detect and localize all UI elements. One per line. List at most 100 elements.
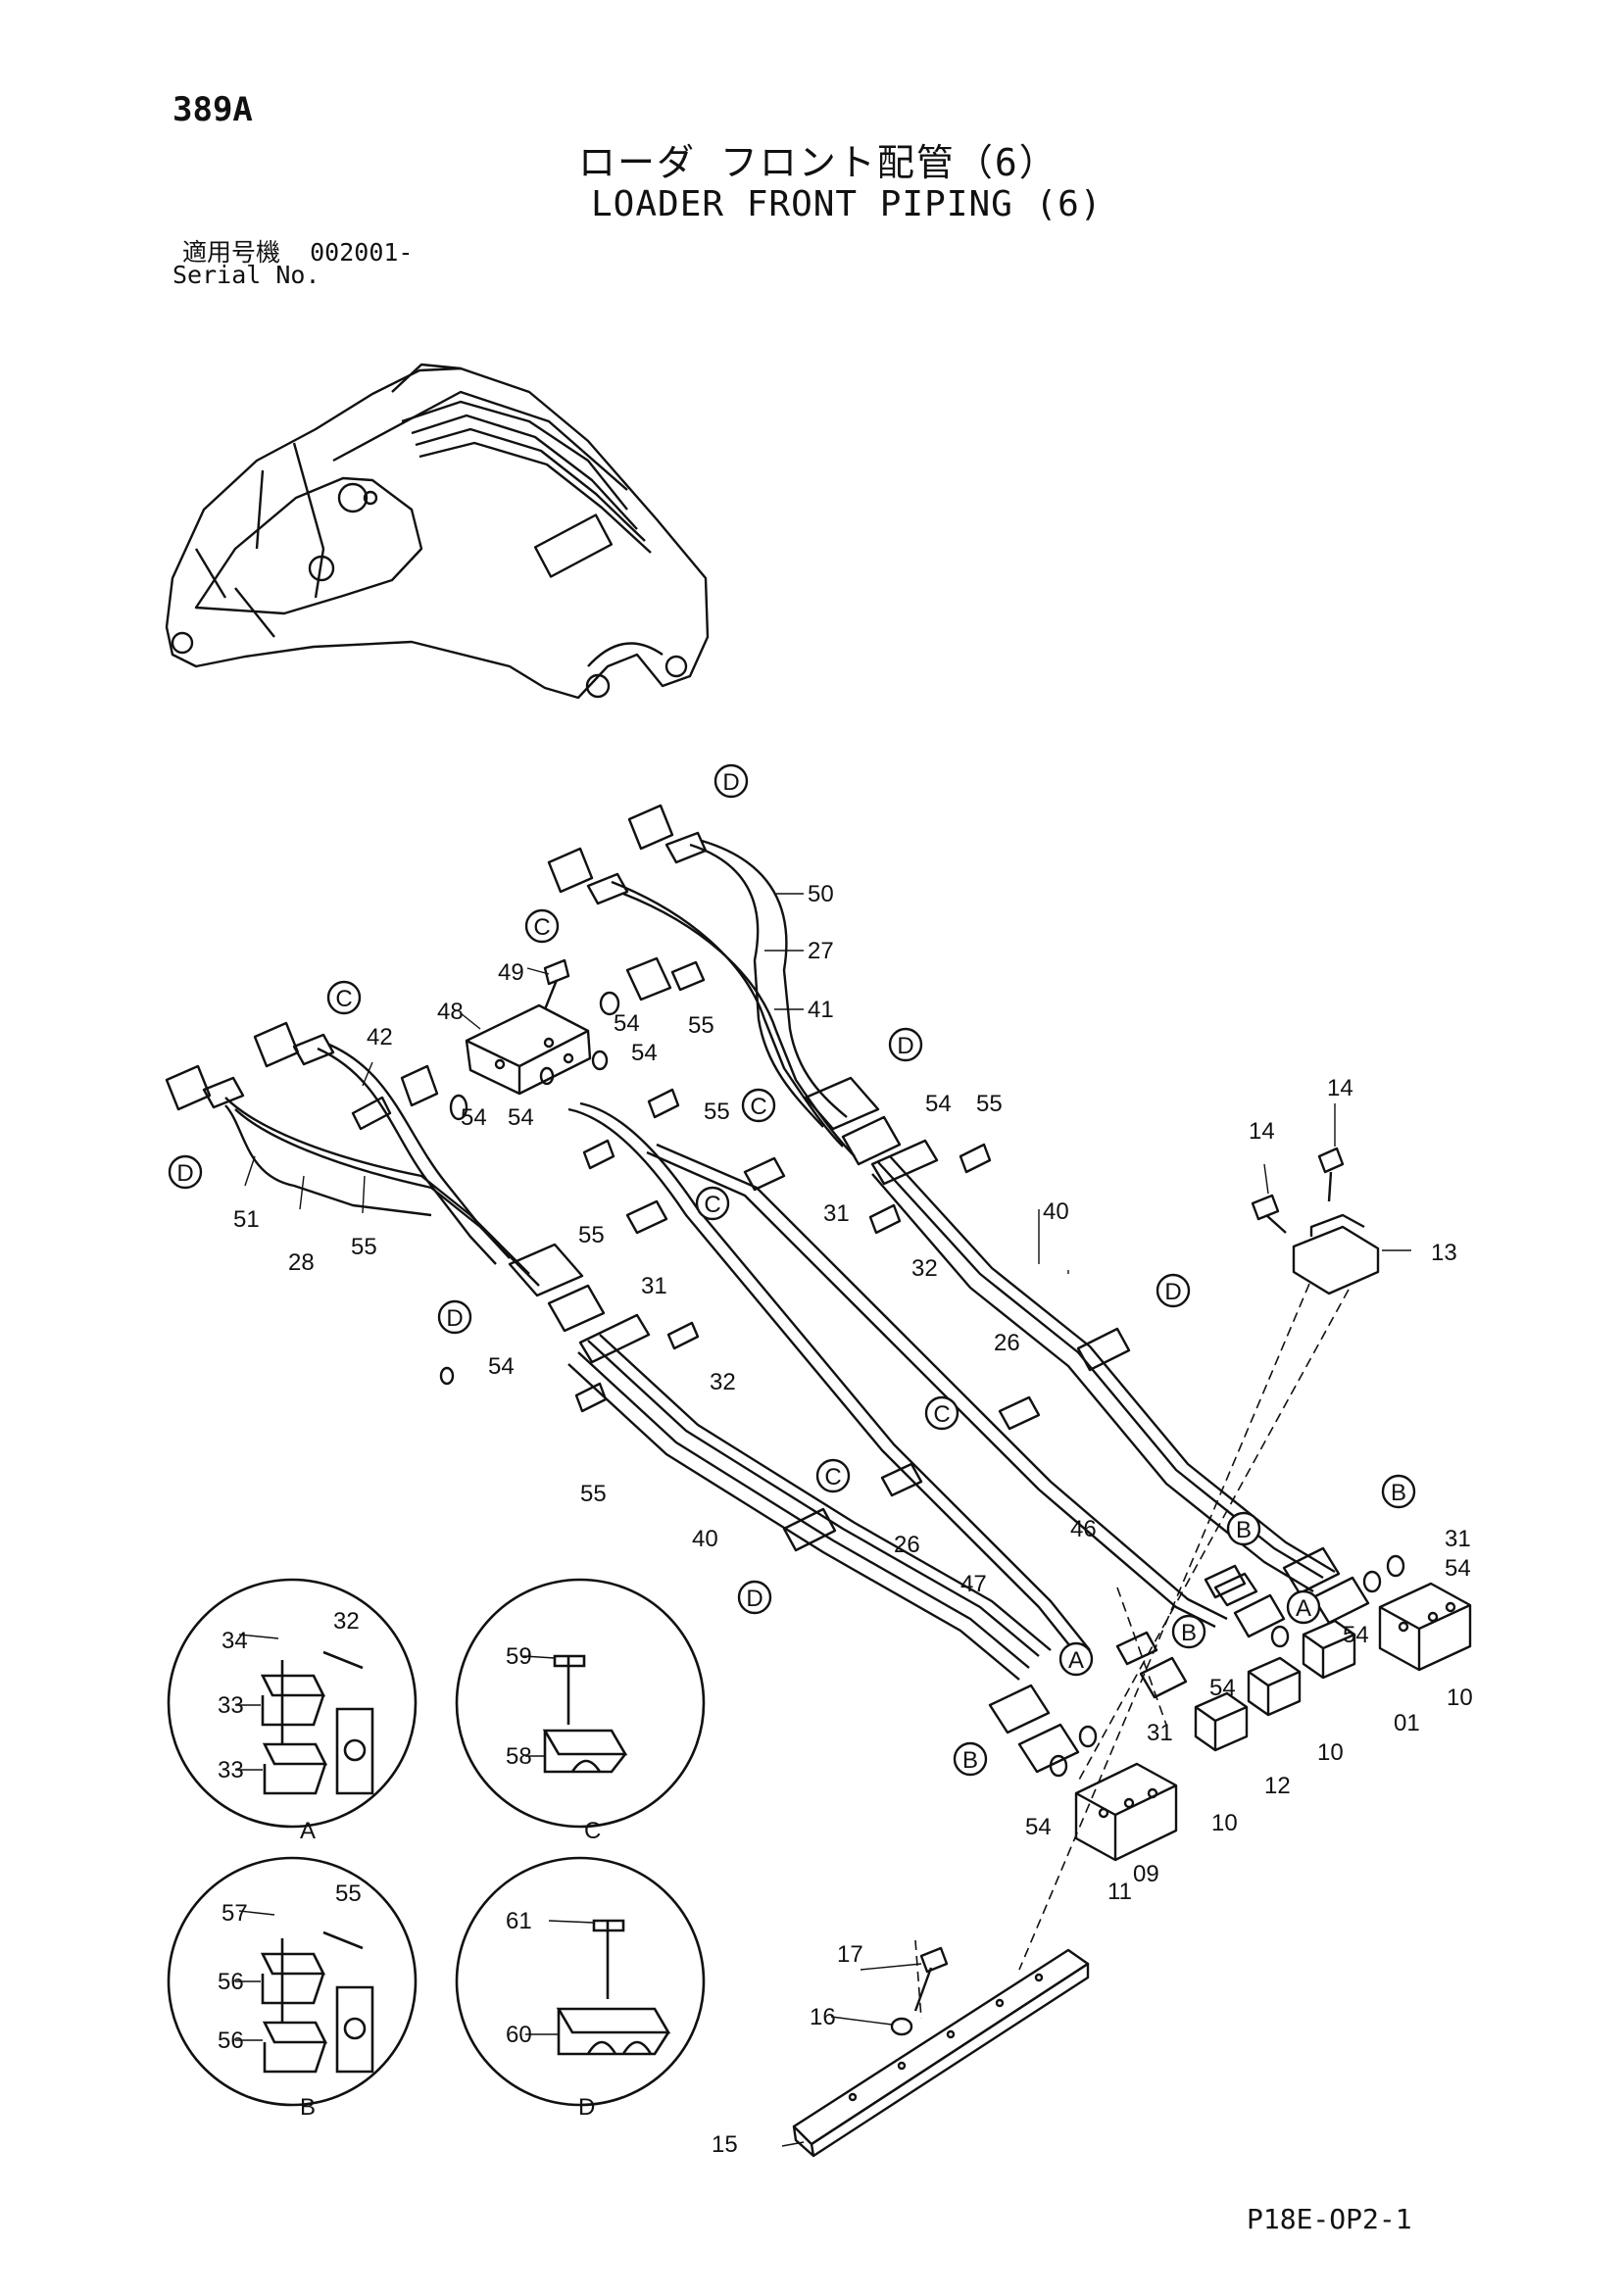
marker-c-3: C <box>741 1088 776 1123</box>
detail-c-label-58: 58 <box>506 1743 532 1770</box>
part-label-55-a: 55 <box>688 1012 714 1039</box>
detail-a-label-34: 34 <box>221 1628 248 1654</box>
svg-text:B: B <box>1181 1620 1197 1646</box>
detail-a-label-33-b: 33 <box>218 1757 244 1783</box>
marker-d-5: D <box>1156 1273 1191 1308</box>
detail-a-letter: A <box>300 1818 316 1844</box>
svg-text:D: D <box>722 769 739 796</box>
part-label-54-d: 54 <box>508 1104 534 1131</box>
part-label-09: 09 <box>1133 1861 1159 1887</box>
part-label-14-b: 14 <box>1249 1118 1275 1145</box>
serial-label-japanese: 適用号機 <box>182 238 281 267</box>
svg-text:D: D <box>446 1305 463 1332</box>
marker-a-1: A <box>1286 1589 1321 1625</box>
detail-a-label-32: 32 <box>333 1608 360 1635</box>
part-label-41: 41 <box>808 997 834 1023</box>
part-label-49: 49 <box>498 959 524 986</box>
detail-b-letter: B <box>300 2094 316 2121</box>
part-label-55-d: 55 <box>578 1222 605 1248</box>
detail-c-letter: C <box>584 1818 601 1844</box>
title-english: LOADER FRONT PIPING (6) <box>591 184 1103 224</box>
part-label-15: 15 <box>712 2131 738 2158</box>
serial-value: 002001- <box>310 238 414 267</box>
detail-d-label-60: 60 <box>506 2022 532 2048</box>
detail-b-label-56-b: 56 <box>218 2027 244 2054</box>
part-label-42: 42 <box>367 1024 393 1050</box>
svg-text:C: C <box>824 1464 841 1490</box>
part-label-54-i: 54 <box>1209 1675 1236 1701</box>
marker-a-2: A <box>1058 1641 1094 1677</box>
part-label-31-b: 31 <box>641 1273 667 1299</box>
marker-d-2: D <box>168 1154 203 1190</box>
part-label-55-f: 55 <box>580 1481 607 1507</box>
svg-text:D: D <box>746 1586 762 1612</box>
pipe-group-middle <box>567 1088 1405 1778</box>
marker-d-4: D <box>437 1299 472 1335</box>
svg-text:C: C <box>933 1401 950 1428</box>
detail-circle-b <box>167 1856 418 2107</box>
valve-blocks <box>1074 1147 1472 1862</box>
svg-text:D: D <box>897 1033 913 1059</box>
pipe-group-upper <box>465 804 902 1166</box>
part-label-27: 27 <box>808 938 834 964</box>
svg-text:A: A <box>1068 1647 1084 1674</box>
svg-text:C: C <box>533 914 550 941</box>
marker-c-5: C <box>924 1395 959 1431</box>
part-label-54-j: 54 <box>1025 1814 1052 1840</box>
svg-text:C: C <box>704 1192 720 1218</box>
serial-number-line: 適用号機 002001- <box>182 233 413 269</box>
marker-d-1: D <box>713 763 749 799</box>
part-label-17: 17 <box>837 1941 863 1968</box>
part-label-28: 28 <box>288 1249 315 1276</box>
detail-circle-d <box>455 1856 706 2107</box>
detail-d-letter: D <box>578 2094 595 2121</box>
drawing-code: P18E-OP2-1 <box>1247 2203 1412 2235</box>
part-label-26-a: 26 <box>994 1330 1020 1356</box>
page-number: 389A <box>172 90 253 129</box>
part-label-11: 11 <box>1107 1879 1132 1905</box>
marker-b-3: B <box>1171 1614 1206 1649</box>
part-label-54-e: 54 <box>925 1091 952 1117</box>
part-label-54-h: 54 <box>1343 1622 1369 1648</box>
part-label-55-b: 55 <box>704 1099 730 1125</box>
detail-circle-c <box>455 1578 706 1829</box>
part-label-10-a: 10 <box>1447 1685 1473 1711</box>
marker-b-4: B <box>953 1741 988 1777</box>
marker-c-2: C <box>326 980 362 1015</box>
detail-c-label-59: 59 <box>506 1643 532 1670</box>
part-label-50: 50 <box>808 881 834 907</box>
part-label-01: 01 <box>1394 1710 1420 1736</box>
part-labels: 50 27 41 49 48 42 54 55 54 54 54 55 54 5… <box>218 881 1473 2158</box>
part-label-31-c: 31 <box>1445 1526 1471 1552</box>
detail-d-label-61: 61 <box>506 1908 532 1934</box>
support-bar <box>792 1946 1090 2158</box>
part-label-10-b: 10 <box>1317 1739 1344 1766</box>
part-label-54-g: 54 <box>1445 1555 1471 1582</box>
detail-b-label-57: 57 <box>221 1900 248 1927</box>
marker-c-4: C <box>695 1186 730 1221</box>
detail-b-label-55: 55 <box>335 1881 362 1907</box>
marker-b-1: B <box>1381 1474 1416 1509</box>
part-label-48: 48 <box>437 999 464 1025</box>
part-label-40-b: 40 <box>692 1526 718 1552</box>
part-label-13: 13 <box>1431 1240 1457 1266</box>
part-label-26-b: 26 <box>894 1532 920 1558</box>
marker-c-6: C <box>815 1458 851 1493</box>
part-label-54-f: 54 <box>488 1353 515 1380</box>
part-label-32-a: 32 <box>911 1255 938 1282</box>
part-label-16: 16 <box>810 2004 836 2030</box>
svg-text:D: D <box>176 1160 193 1187</box>
reference-lines <box>914 1283 1350 2020</box>
svg-text:D: D <box>1164 1279 1181 1305</box>
marker-d-6: D <box>737 1580 772 1615</box>
marker-d-3: D <box>888 1027 923 1062</box>
svg-text:C: C <box>750 1094 766 1120</box>
part-label-14-a: 14 <box>1327 1075 1353 1101</box>
part-label-32-b: 32 <box>710 1369 736 1395</box>
marker-c-1: C <box>524 908 560 944</box>
svg-text:A: A <box>1296 1595 1311 1622</box>
part-label-31-a: 31 <box>823 1200 850 1227</box>
detail-b-label-56-a: 56 <box>218 1969 244 1995</box>
pipe-group-left <box>165 1021 606 1386</box>
